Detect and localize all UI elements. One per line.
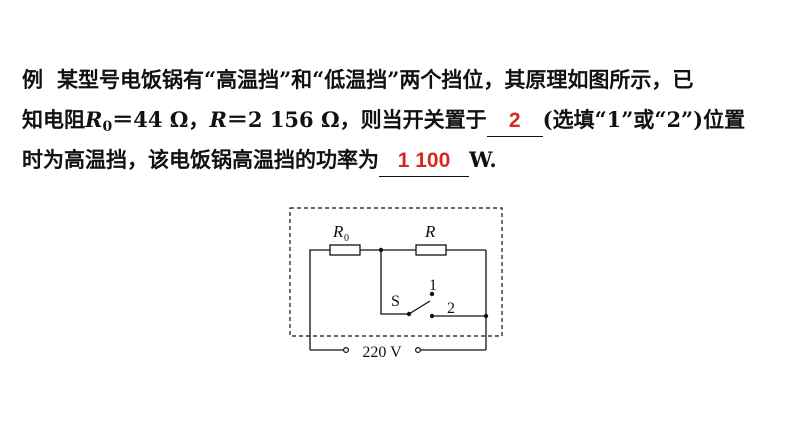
problem-line-1-text: 某型号电饭锅有“高温挡”和“低温挡”两个挡位，其原理如图所示，已 [57, 67, 694, 92]
example-label: 例 [22, 67, 43, 92]
answer-1: 2 [508, 109, 521, 132]
problem-line-1: 例某型号电饭锅有“高温挡”和“低温挡”两个挡位，其原理如图所示，已 [22, 60, 774, 100]
voltage-label: 220 V [362, 344, 402, 361]
answer-blank-1: 2 [486, 105, 543, 137]
r0-label-subscript: 0 [344, 233, 349, 244]
problem-line-3: 时为高温挡，该电饭锅高温挡的功率为 1 100 W. [22, 140, 774, 180]
contact-2 [429, 313, 435, 319]
r0-value: ＝44 Ω， [112, 107, 210, 132]
r-value: ＝2 156 Ω，则当开关置于 [226, 107, 487, 132]
circuit-wires [309, 249, 487, 351]
contact-2-label: 2 [447, 300, 455, 317]
switch-pivot [406, 311, 412, 317]
problem-line-2-prefix: 知电阻 [22, 107, 85, 132]
circuit-diagram: R 0 R S 1 2 220 V [289, 207, 503, 361]
junction-dot [483, 313, 489, 319]
r0-label: R [332, 222, 344, 241]
answer-2: 1 100 [397, 149, 451, 172]
device-enclosure [289, 207, 503, 337]
resistor-r [415, 244, 447, 256]
problem-line-2-suffix: (选填“1”或“2”)位置 [542, 107, 746, 132]
junction-dot [378, 247, 384, 253]
switch-label: S [391, 293, 400, 310]
contact-1 [429, 291, 435, 297]
resistor-r0 [329, 244, 361, 256]
problem-text: 例某型号电饭锅有“高温挡”和“低温挡”两个挡位，其原理如图所示，已 知电阻R0＝… [22, 60, 774, 180]
r-label: R [424, 222, 436, 241]
unit-watt: W. [469, 147, 497, 172]
r-symbol: R [209, 107, 227, 132]
r0-subscript: 0 [102, 119, 113, 135]
terminal-left [342, 347, 349, 354]
terminal-right [415, 347, 422, 354]
r0-symbol: R [85, 107, 103, 132]
problem-line-3-prefix: 时为高温挡，该电饭锅高温挡的功率为 [22, 147, 379, 172]
answer-blank-2: 1 100 [379, 145, 469, 177]
contact-1-label: 1 [429, 277, 437, 294]
